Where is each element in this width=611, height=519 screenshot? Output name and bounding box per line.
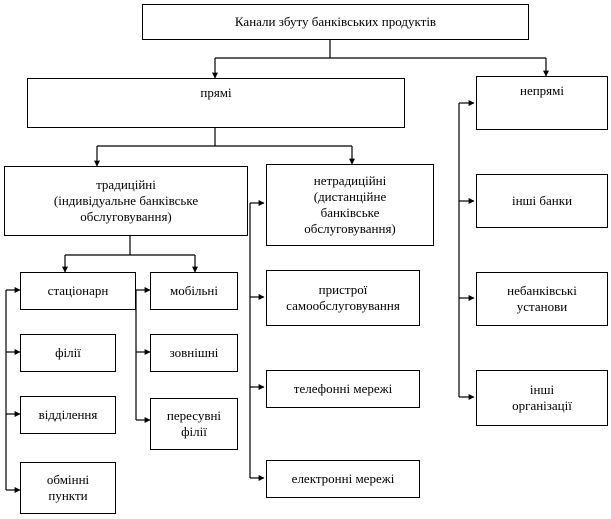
stationary-child-exchange-points: обмінні пункти bbox=[20, 462, 116, 514]
nontraditional-child-self-service: пристрої самообслуговування bbox=[266, 270, 420, 326]
nontraditional-child-electronic-networks: електронні мережі bbox=[266, 460, 420, 498]
mobile-node: мобільні bbox=[150, 272, 238, 310]
root-node: Канали збуту банківських продуктів bbox=[142, 4, 529, 40]
indirect-channels-node: непрямі bbox=[476, 76, 608, 130]
stationary-node: стаціонарн bbox=[20, 272, 136, 310]
mobile-child-external: зовнішні bbox=[150, 334, 238, 372]
direct-channels-node: прямі bbox=[27, 78, 405, 128]
nontraditional-child-phone-networks: телефонні мережі bbox=[266, 370, 420, 408]
stationary-child-offices: відділення bbox=[20, 396, 116, 434]
mobile-child-traveling-branches: пересувні філії bbox=[150, 398, 238, 450]
indirect-child-nonbank-institutions: небанківські установи bbox=[476, 272, 608, 326]
nontraditional-channels-node: нетрадиційні (дистанційне банківське обс… bbox=[266, 164, 434, 246]
indirect-child-other-organizations: інші організації bbox=[476, 370, 608, 426]
stationary-child-branches: філії bbox=[20, 334, 116, 372]
indirect-child-other-banks: інші банки bbox=[476, 174, 608, 228]
traditional-channels-node: традиційні (індивідуальне банківське обс… bbox=[4, 166, 248, 236]
